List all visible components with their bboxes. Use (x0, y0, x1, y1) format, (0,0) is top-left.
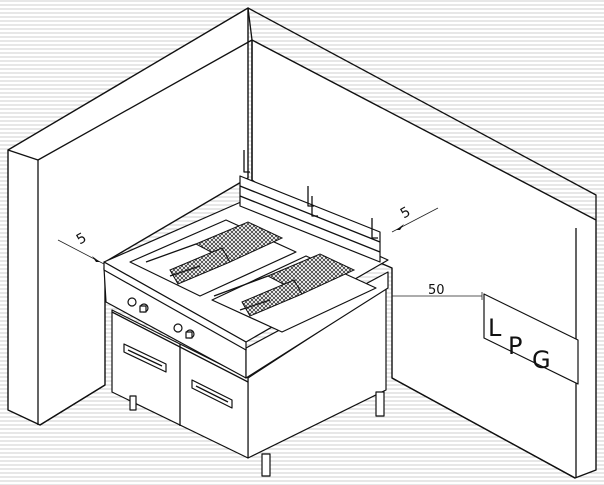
lpg-letter-g: G (532, 346, 551, 374)
rear-clearance-label: 50 (428, 283, 445, 298)
door-handle-right (191, 379, 233, 409)
door-handle-left (123, 343, 167, 373)
basket-right (213, 253, 356, 317)
control-knobs-left (127, 297, 149, 313)
lpg-sign: L P G (483, 293, 579, 385)
lpg-letter-l: L (488, 314, 502, 342)
basket-hanger-rack (239, 150, 381, 263)
fryer-unit (103, 150, 389, 477)
control-knobs-right (173, 323, 195, 339)
lpg-letter-p: P (508, 332, 522, 360)
corner-walls (7, 7, 597, 479)
legs (129, 391, 385, 477)
basket-left (145, 221, 284, 285)
dimension-rear: 50 (391, 283, 483, 300)
